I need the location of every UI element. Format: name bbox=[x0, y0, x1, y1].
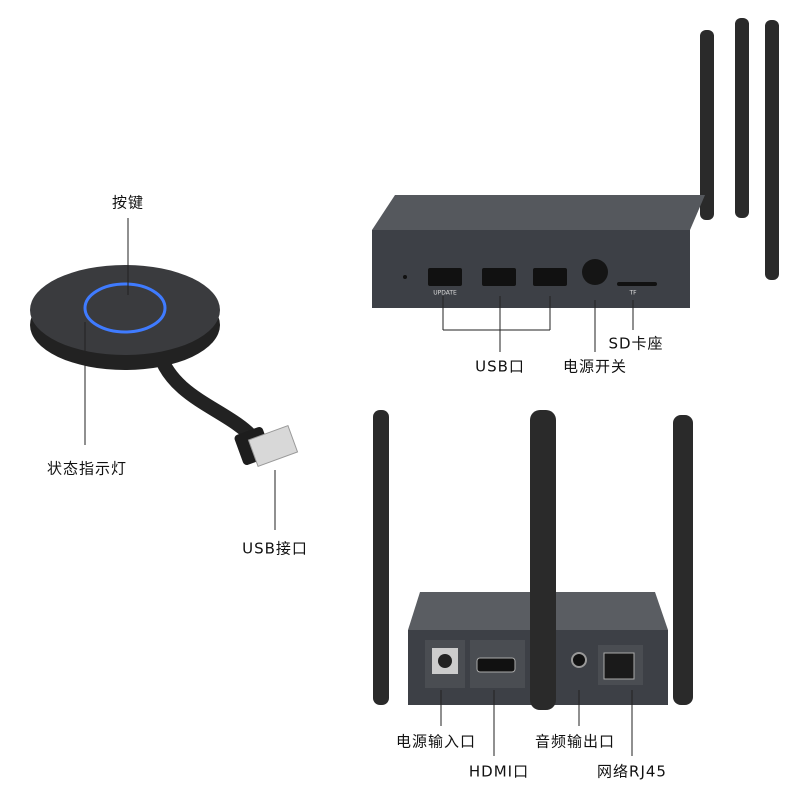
label-power-switch: 电源开关 bbox=[562, 357, 628, 376]
usb-port-keyboard bbox=[482, 268, 516, 286]
label-status-light: 状态指示灯 bbox=[46, 459, 128, 478]
receiver-front bbox=[372, 18, 779, 308]
sd-slot bbox=[617, 282, 657, 286]
label-sd-slot: SD卡座 bbox=[608, 334, 664, 353]
tf-slot-mark: TF bbox=[629, 289, 637, 297]
callout-lines bbox=[84, 218, 634, 756]
update-port-mark: UPDATE bbox=[433, 289, 457, 297]
label-hdmi-port: HDMI口 bbox=[468, 762, 530, 781]
wireless-dongle bbox=[30, 265, 299, 467]
usb-port-mouse bbox=[533, 268, 567, 286]
label-usb-connector: USB接口 bbox=[242, 539, 308, 558]
label-power-input: 电源输入口 bbox=[395, 732, 477, 751]
label-audio-out: 音频输出口 bbox=[534, 732, 616, 751]
usb-port-update bbox=[428, 268, 462, 286]
label-button: 按键 bbox=[111, 193, 145, 212]
power-button bbox=[582, 259, 608, 285]
status-ring bbox=[83, 282, 167, 334]
label-usb-port: USB口 bbox=[475, 357, 525, 376]
receiver-back bbox=[373, 410, 693, 710]
label-network: 网络RJ45 bbox=[597, 762, 667, 781]
